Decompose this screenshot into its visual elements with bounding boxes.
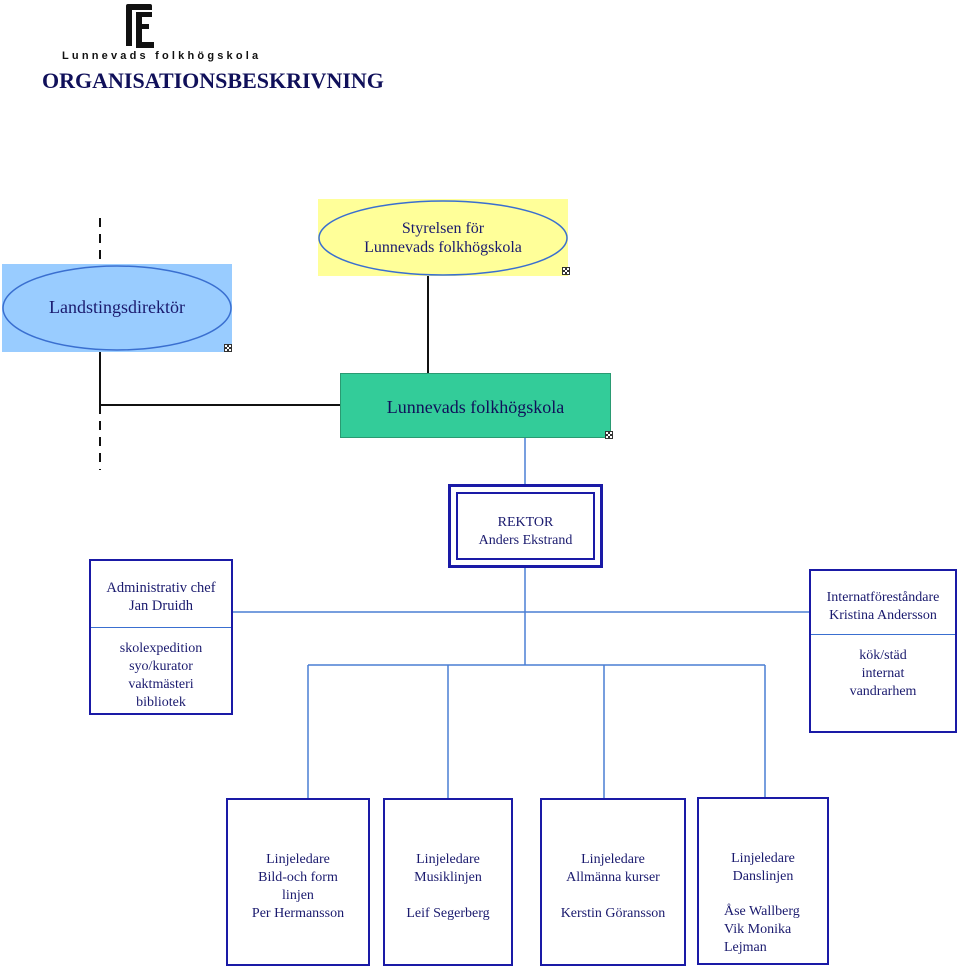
linje-allmanna-line: Kerstin Göransson [560,906,666,921]
selection-handle [605,431,613,439]
linje-musik-line: Musiklinjen [414,870,482,885]
linje-musik-box: Linjeledare Musiklinjen Leif Segerberg [383,798,513,966]
internat-title: Internatföreståndare [826,590,940,605]
linje-bild-line: linjen [282,888,314,903]
skola-node: Lunnevads folkhögskola [340,373,613,439]
landstingsdirektor-node: Landstingsdirektör [2,264,232,352]
admin-duty: syo/kurator [129,659,193,674]
linje-allmanna-line: Allmänna kurser [566,870,660,885]
rektor-name: Anders Ekstrand [478,533,573,548]
admin-name: Jan Druidh [128,598,194,614]
admin-duty: vaktmästeri [128,677,194,692]
styrelsen-ellipse [318,200,568,276]
styrelsen-node: Styrelsen för Lunnevads folkhögskola [318,199,570,276]
selection-handle [562,267,570,275]
linje-bild-line: Per Hermansson [251,906,345,921]
admin-divider [91,627,231,628]
linje-dans-line: Åse Wallberg [724,904,800,919]
document-title: ORGANISATIONSBESKRIVNING [42,68,384,93]
admin-duty: skolexpedition [119,641,203,656]
landstingsdirektor-label: Landstingsdirektör [49,297,185,317]
internat-duty: vandrarhem [849,684,917,699]
linje-bild-line: Linjeledare [266,852,330,867]
rektor-box: REKTOR Anders Ekstrand [448,484,603,568]
styrelsen-line-2: Lunnevads folkhögskola [364,239,522,256]
school-logo-icon [126,4,154,48]
rektor-title: REKTOR [497,515,554,530]
linje-dans-line: Vik Monika [724,922,792,937]
internat-box: Internatföreståndare Kristina Andersson … [809,569,957,733]
linje-dans-line: Lejman [724,940,767,955]
linje-bild-line: Bild-och form [258,870,338,885]
internat-duty: kök/städ [859,648,907,663]
admin-title: Administrativ chef [106,580,216,596]
styrelsen-line-1: Styrelsen för [401,220,485,237]
linje-musik-line: Leif Segerberg [406,906,490,921]
internat-name: Kristina Andersson [829,608,937,623]
linje-bild-box: Linjeledare Bild-och form linjen Per Her… [226,798,370,966]
linje-dans-line: Danslinjen [732,869,794,884]
internat-divider [811,634,955,635]
linje-allmanna-line: Linjeledare [581,852,645,867]
linje-musik-line: Linjeledare [416,852,480,867]
linje-musik-line [385,887,511,905]
rektor-inner-frame [456,492,595,560]
admin-duty: bibliotek [136,695,186,710]
linje-dans-line: Linjeledare [731,851,795,866]
logo-wordmark: Lunnevads folkhögskola [62,50,262,62]
linje-dans-box: Linjeledare Danslinjen Åse Wallberg Vik … [697,797,829,965]
admin-box: Administrativ chef Jan Druidh skolexpedi… [89,559,233,715]
selection-handle [224,344,232,352]
skola-label: Lunnevads folkhögskola [386,397,565,417]
linje-allmanna-box: Linjeledare Allmänna kurser Kerstin Göra… [540,798,686,966]
linje-allmanna-line [542,887,684,905]
landstingsdirektor-ellipse [2,265,232,351]
internat-duty: internat [861,666,905,681]
